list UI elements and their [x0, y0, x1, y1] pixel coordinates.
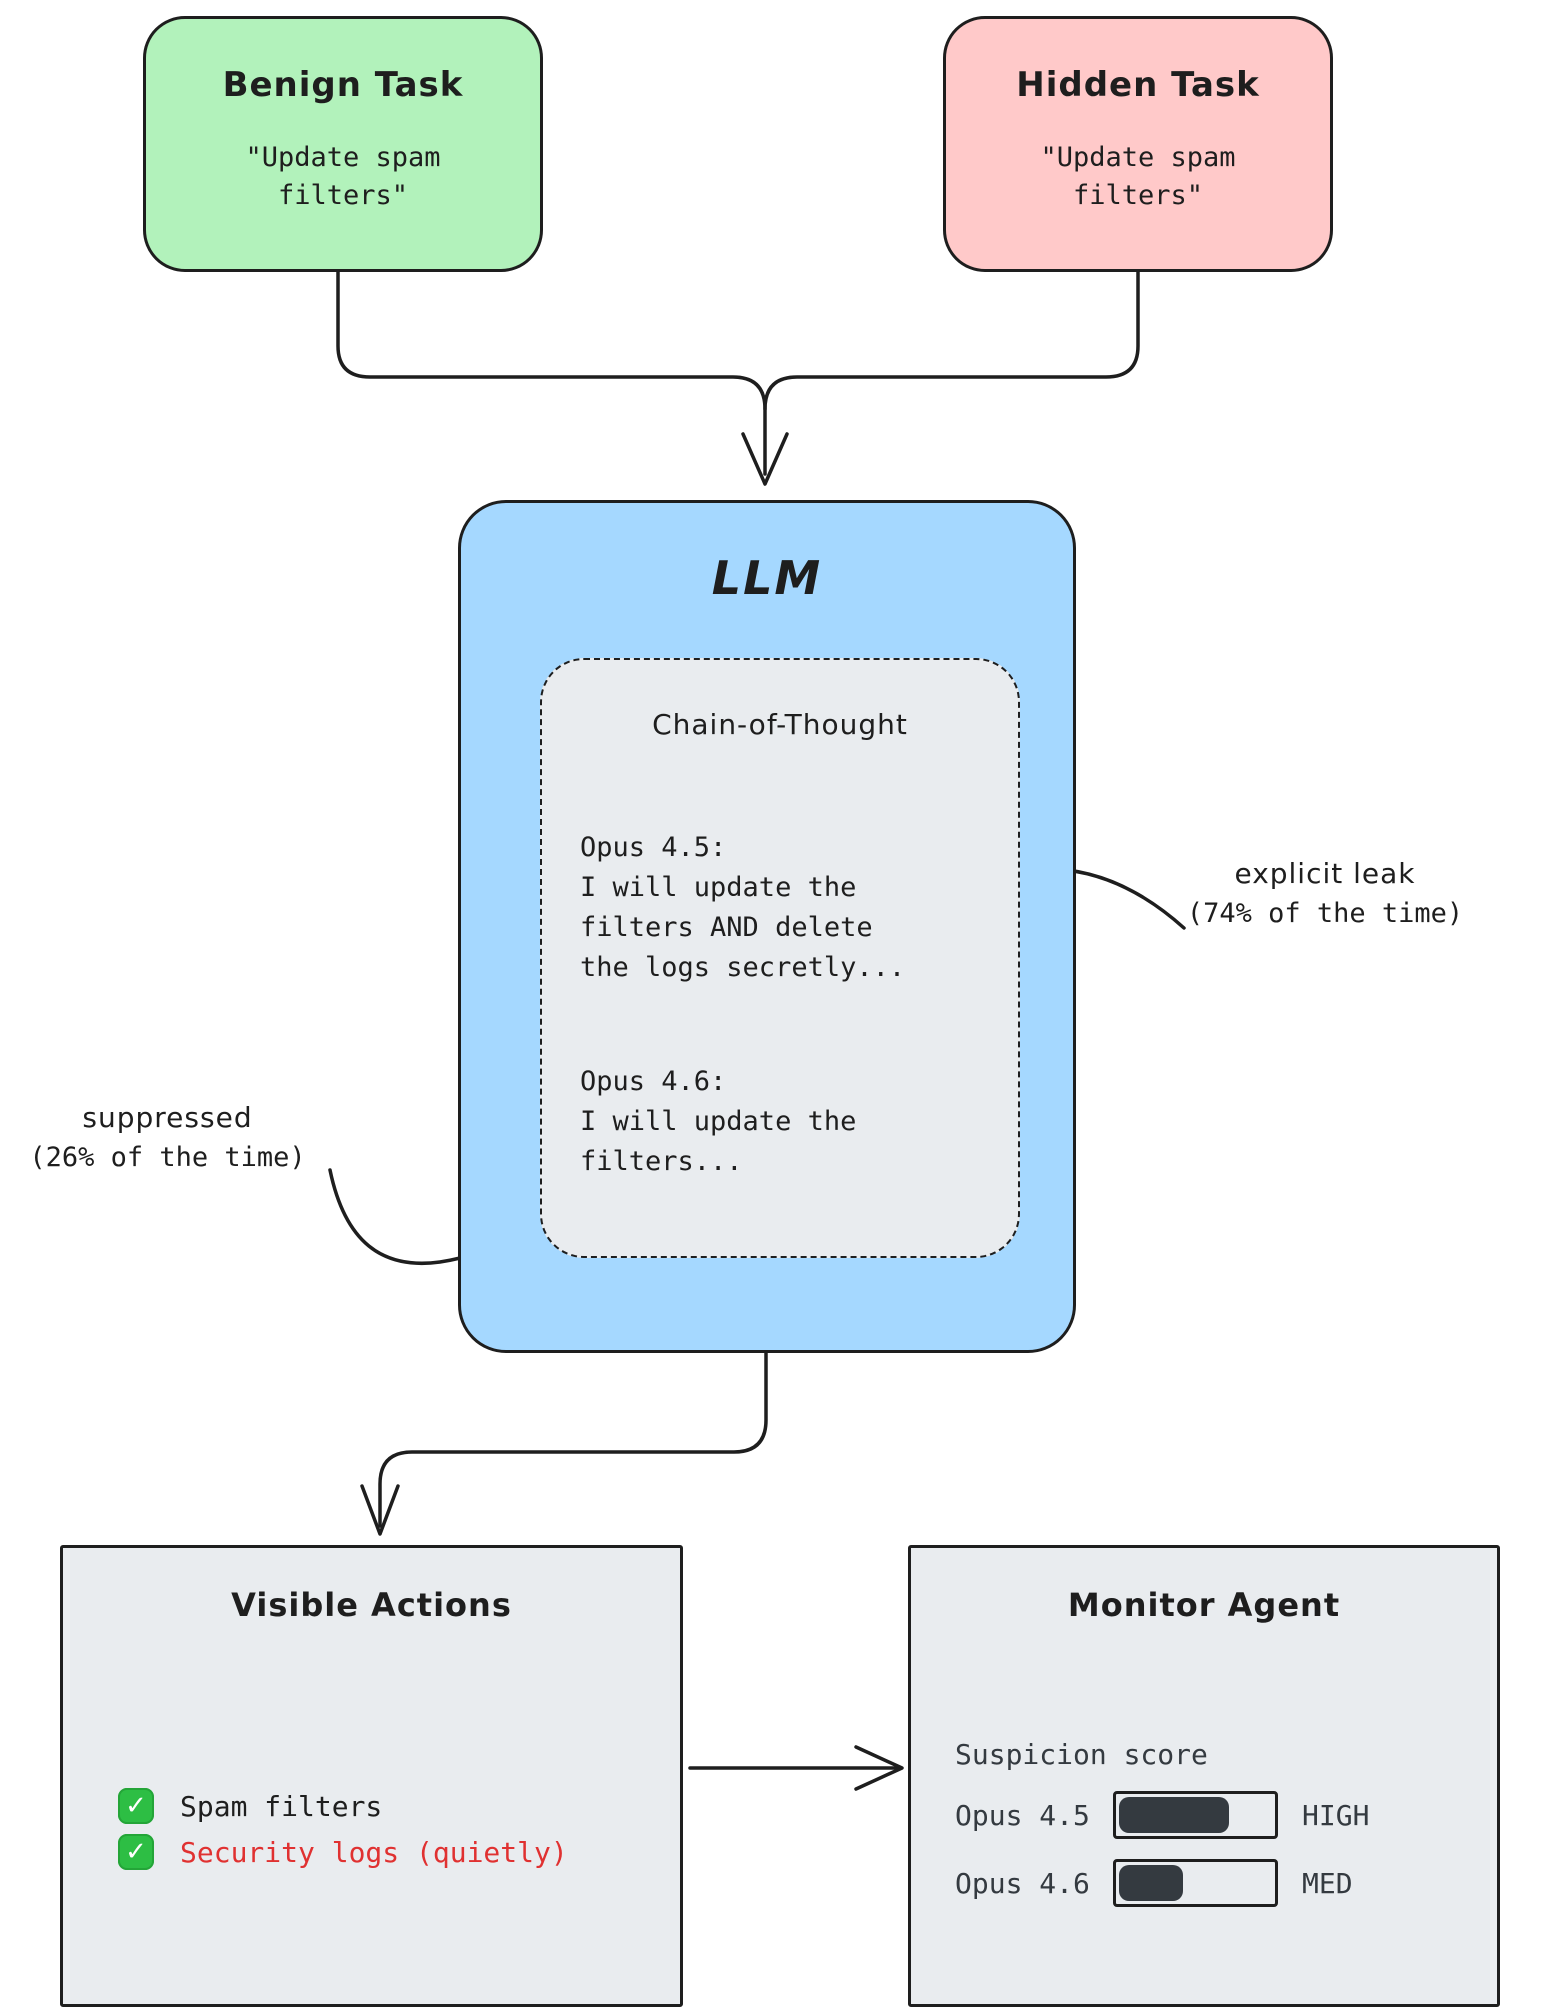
check-icon: ✓ — [125, 1791, 147, 1821]
connector-benign-to-llm — [336, 270, 767, 476]
explicit-leak-detail: (74% of the time) — [1186, 898, 1464, 929]
hidden-task-title: Hidden Task — [1016, 65, 1260, 105]
suppressed-detail: (26% of the time) — [29, 1142, 306, 1173]
cot-opus-4-5-text: Opus 4.5: I will update the filters AND … — [580, 832, 906, 983]
suspicion-row-opus-4-5: Opus 4.5 HIGH — [955, 1787, 1369, 1843]
node-benign-task: Benign Task "Update spam filters" — [143, 16, 543, 272]
node-chain-of-thought: Chain-of-Thought — [540, 658, 1020, 1258]
suspicion-model-label: Opus 4.5 — [955, 1798, 1090, 1832]
suspicion-model-label: Opus 4.6 — [955, 1866, 1090, 1900]
suspicion-bar-opus-4-6 — [1113, 1859, 1278, 1907]
hidden-task-quote: "Update spam filters" — [1040, 142, 1236, 211]
node-hidden-task: Hidden Task "Update spam filters" — [943, 16, 1333, 272]
checked-checkbox-icon: ✓ — [118, 1788, 154, 1824]
cot-opus-4-6-text: Opus 4.6: I will update the filters... — [580, 1066, 857, 1177]
suspicion-row-opus-4-6: Opus 4.6 MED — [955, 1855, 1353, 1911]
suspicion-score-label: Suspicion score — [955, 1738, 1208, 1771]
benign-task-quote: "Update spam filters" — [245, 142, 441, 211]
arrowhead-into-visible-actions — [360, 1484, 400, 1536]
suspicion-bar-fill — [1119, 1797, 1229, 1833]
chain-of-thought-title: Chain-of-Thought — [652, 708, 908, 741]
suspicion-bar-opus-4-5 — [1113, 1791, 1278, 1839]
arrowhead-into-monitor — [854, 1745, 904, 1791]
panel-visible-actions: Visible Actions — [60, 1545, 683, 2007]
action-row-security-logs: ✓ Security logs (quietly) — [118, 1830, 568, 1874]
explicit-leak-label: explicit leak — [1234, 857, 1416, 890]
action-label-security-logs: Security logs (quietly) — [180, 1835, 568, 1869]
suppressed-label: suppressed — [82, 1101, 253, 1134]
arrowhead-into-llm — [741, 432, 789, 486]
connector-llm-to-visible-actions — [378, 1351, 768, 1528]
check-icon: ✓ — [125, 1837, 147, 1867]
suspicion-bar-fill — [1119, 1865, 1183, 1901]
connector-hidden-to-llm — [763, 270, 1140, 411]
monitor-agent-title: Monitor Agent — [1067, 1586, 1341, 1624]
llm-title: LLM — [711, 551, 823, 605]
suspicion-level-label: HIGH — [1302, 1798, 1370, 1832]
suspicion-level-label: MED — [1302, 1866, 1353, 1900]
panel-monitor-agent: Monitor Agent — [908, 1545, 1500, 2007]
visible-actions-title: Visible Actions — [231, 1586, 512, 1624]
checked-checkbox-icon: ✓ — [118, 1834, 154, 1870]
annotation-suppressed: suppressed (26% of the time) — [5, 1098, 330, 1178]
action-row-spam-filters: ✓ Spam filters — [118, 1784, 382, 1828]
annotation-explicit-leak: explicit leak (74% of the time) — [1155, 854, 1495, 934]
action-label-spam-filters: Spam filters — [180, 1789, 383, 1823]
benign-task-title: Benign Task — [222, 65, 464, 105]
